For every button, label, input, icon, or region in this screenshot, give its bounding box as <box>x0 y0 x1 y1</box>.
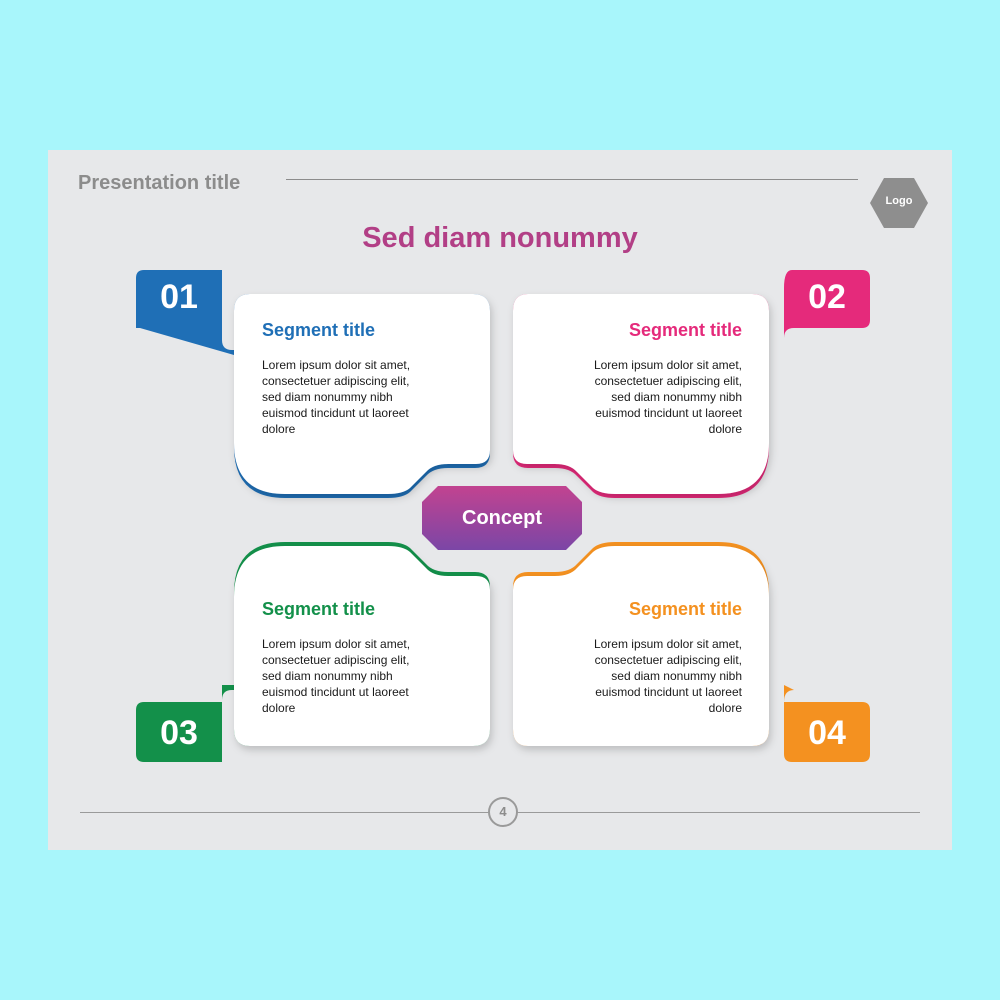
segment-text-01: Lorem ipsum dolor sit amet, consectetuer… <box>262 358 411 436</box>
concept-shape <box>422 486 582 550</box>
segment-number-02: 02 <box>808 278 846 316</box>
logo-label: Logo <box>885 195 913 207</box>
segment-number-04: 04 <box>808 714 846 752</box>
tab-03-shape <box>136 685 234 762</box>
title-divider <box>286 179 858 180</box>
card-02-shape <box>513 294 769 494</box>
card-04-shape <box>513 546 769 746</box>
presentation-title: Presentation title <box>78 172 241 194</box>
segment-number-01: 01 <box>160 278 198 316</box>
tab-04-shape <box>784 685 870 762</box>
segment-number-03: 03 <box>160 714 198 752</box>
slide: Presentation title Logo Sed diam nonummy <box>48 150 952 850</box>
segment-title-03: Segment title <box>262 599 376 619</box>
logo-hexagon-icon <box>870 178 928 228</box>
segment-title-01: Segment title <box>262 320 376 340</box>
segment-text-04: Lorem ipsum dolor sit amet, consectetuer… <box>593 637 742 715</box>
segment-text-02: Lorem ipsum dolor sit amet, consectetuer… <box>593 358 742 436</box>
card-01-shape <box>234 294 490 494</box>
tab-02-shape <box>784 270 870 355</box>
segment-text-03: Lorem ipsum dolor sit amet, consectetuer… <box>262 637 411 715</box>
segment-title-04: Segment title <box>628 599 742 619</box>
segment-title-02: Segment title <box>628 320 742 340</box>
concept-label: Concept <box>462 507 542 529</box>
main-title: Sed diam nonummy <box>362 222 638 254</box>
diagram-shapes <box>136 270 870 762</box>
tab-01-shape <box>136 270 234 355</box>
page-number: 4 <box>488 797 518 827</box>
card-03-shape <box>234 546 490 746</box>
